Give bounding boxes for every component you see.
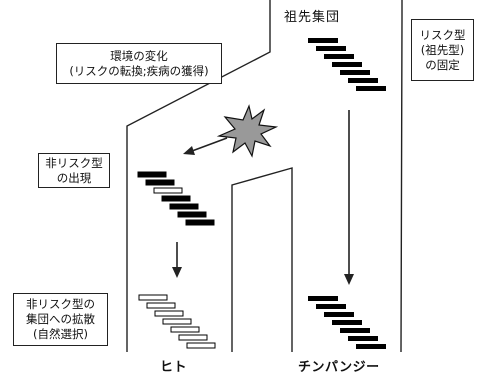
spread-line-2: 集団への拡散: [26, 312, 95, 326]
risk-bar: [332, 62, 362, 67]
nonrisk-bar: [138, 294, 168, 301]
nonrisk-bar: [146, 302, 176, 309]
lineage-split-edge: [400, 0, 403, 353]
risk-bar: [308, 38, 338, 43]
human-arrowhead: [172, 267, 182, 278]
ancestral-risk-bars: [308, 38, 386, 91]
risk-bar: [348, 336, 378, 341]
chimp-arrowhead: [344, 274, 354, 285]
human-emergence-bars: [137, 171, 215, 226]
risk-bar: [324, 54, 354, 59]
risk-bar: [340, 70, 370, 75]
nonrisk-bar: [153, 187, 183, 194]
environment-change-box: 環境の変化 (リスクの転換;疾病の獲得): [56, 43, 222, 84]
risk-bar: [348, 78, 378, 83]
nonrisk-spread-box: 非リスク型の 集団への拡散 (自然選択): [13, 293, 108, 346]
environment-line-1: 環境の変化: [110, 48, 168, 63]
risk-fixed-line-3: の固定: [425, 57, 460, 72]
chimp-risk-bars: [308, 296, 386, 349]
risk-fixed-line-1: リスク型: [419, 27, 466, 42]
environment-line-2: (リスクの転換;疾病の獲得): [69, 63, 209, 78]
risk-bar: [161, 195, 191, 202]
risk-bar: [356, 344, 386, 349]
nonrisk-bar: [170, 326, 200, 333]
emergence-line-1: 非リスク型: [45, 155, 103, 170]
mutation-arrowhead: [183, 146, 195, 155]
risk-bar: [332, 320, 362, 325]
mutation-arrow: [191, 137, 228, 152]
nonrisk-bar: [154, 310, 184, 317]
risk-fixed-box: リスク型 (祖先型) の固定: [411, 19, 474, 81]
human-lineage-left-edge: [126, 0, 271, 352]
risk-bar: [340, 328, 370, 333]
emergence-line-2: の出現: [56, 170, 92, 185]
nonrisk-bar: [178, 334, 208, 341]
risk-bar: [177, 211, 207, 218]
nonrisk-emergence-box: 非リスク型 の出現: [38, 153, 110, 188]
risk-bar: [316, 304, 346, 309]
human-spread-bars: [138, 294, 216, 349]
mutation-starburst-icon: [216, 104, 279, 158]
risk-bar: [316, 46, 346, 51]
nonrisk-bar: [186, 342, 216, 349]
nonrisk-bar: [162, 318, 192, 325]
chimpanzee-label: チンパンジー: [298, 360, 380, 375]
risk-bar: [137, 171, 167, 178]
risk-bar: [169, 203, 199, 210]
spread-line-3: (自然選択): [33, 327, 88, 341]
ancestral-group-label: 祖先集団: [284, 10, 341, 25]
risk-bar: [145, 179, 175, 186]
human-lineage-right-edge: [231, 167, 293, 352]
risk-bar: [356, 86, 386, 91]
risk-bar: [308, 296, 338, 301]
spread-line-1: 非リスク型の: [26, 297, 95, 311]
risk-fixed-line-2: (祖先型): [420, 42, 465, 57]
human-label: ヒト: [160, 360, 188, 375]
risk-bar: [185, 219, 215, 226]
risk-bar: [324, 312, 354, 317]
